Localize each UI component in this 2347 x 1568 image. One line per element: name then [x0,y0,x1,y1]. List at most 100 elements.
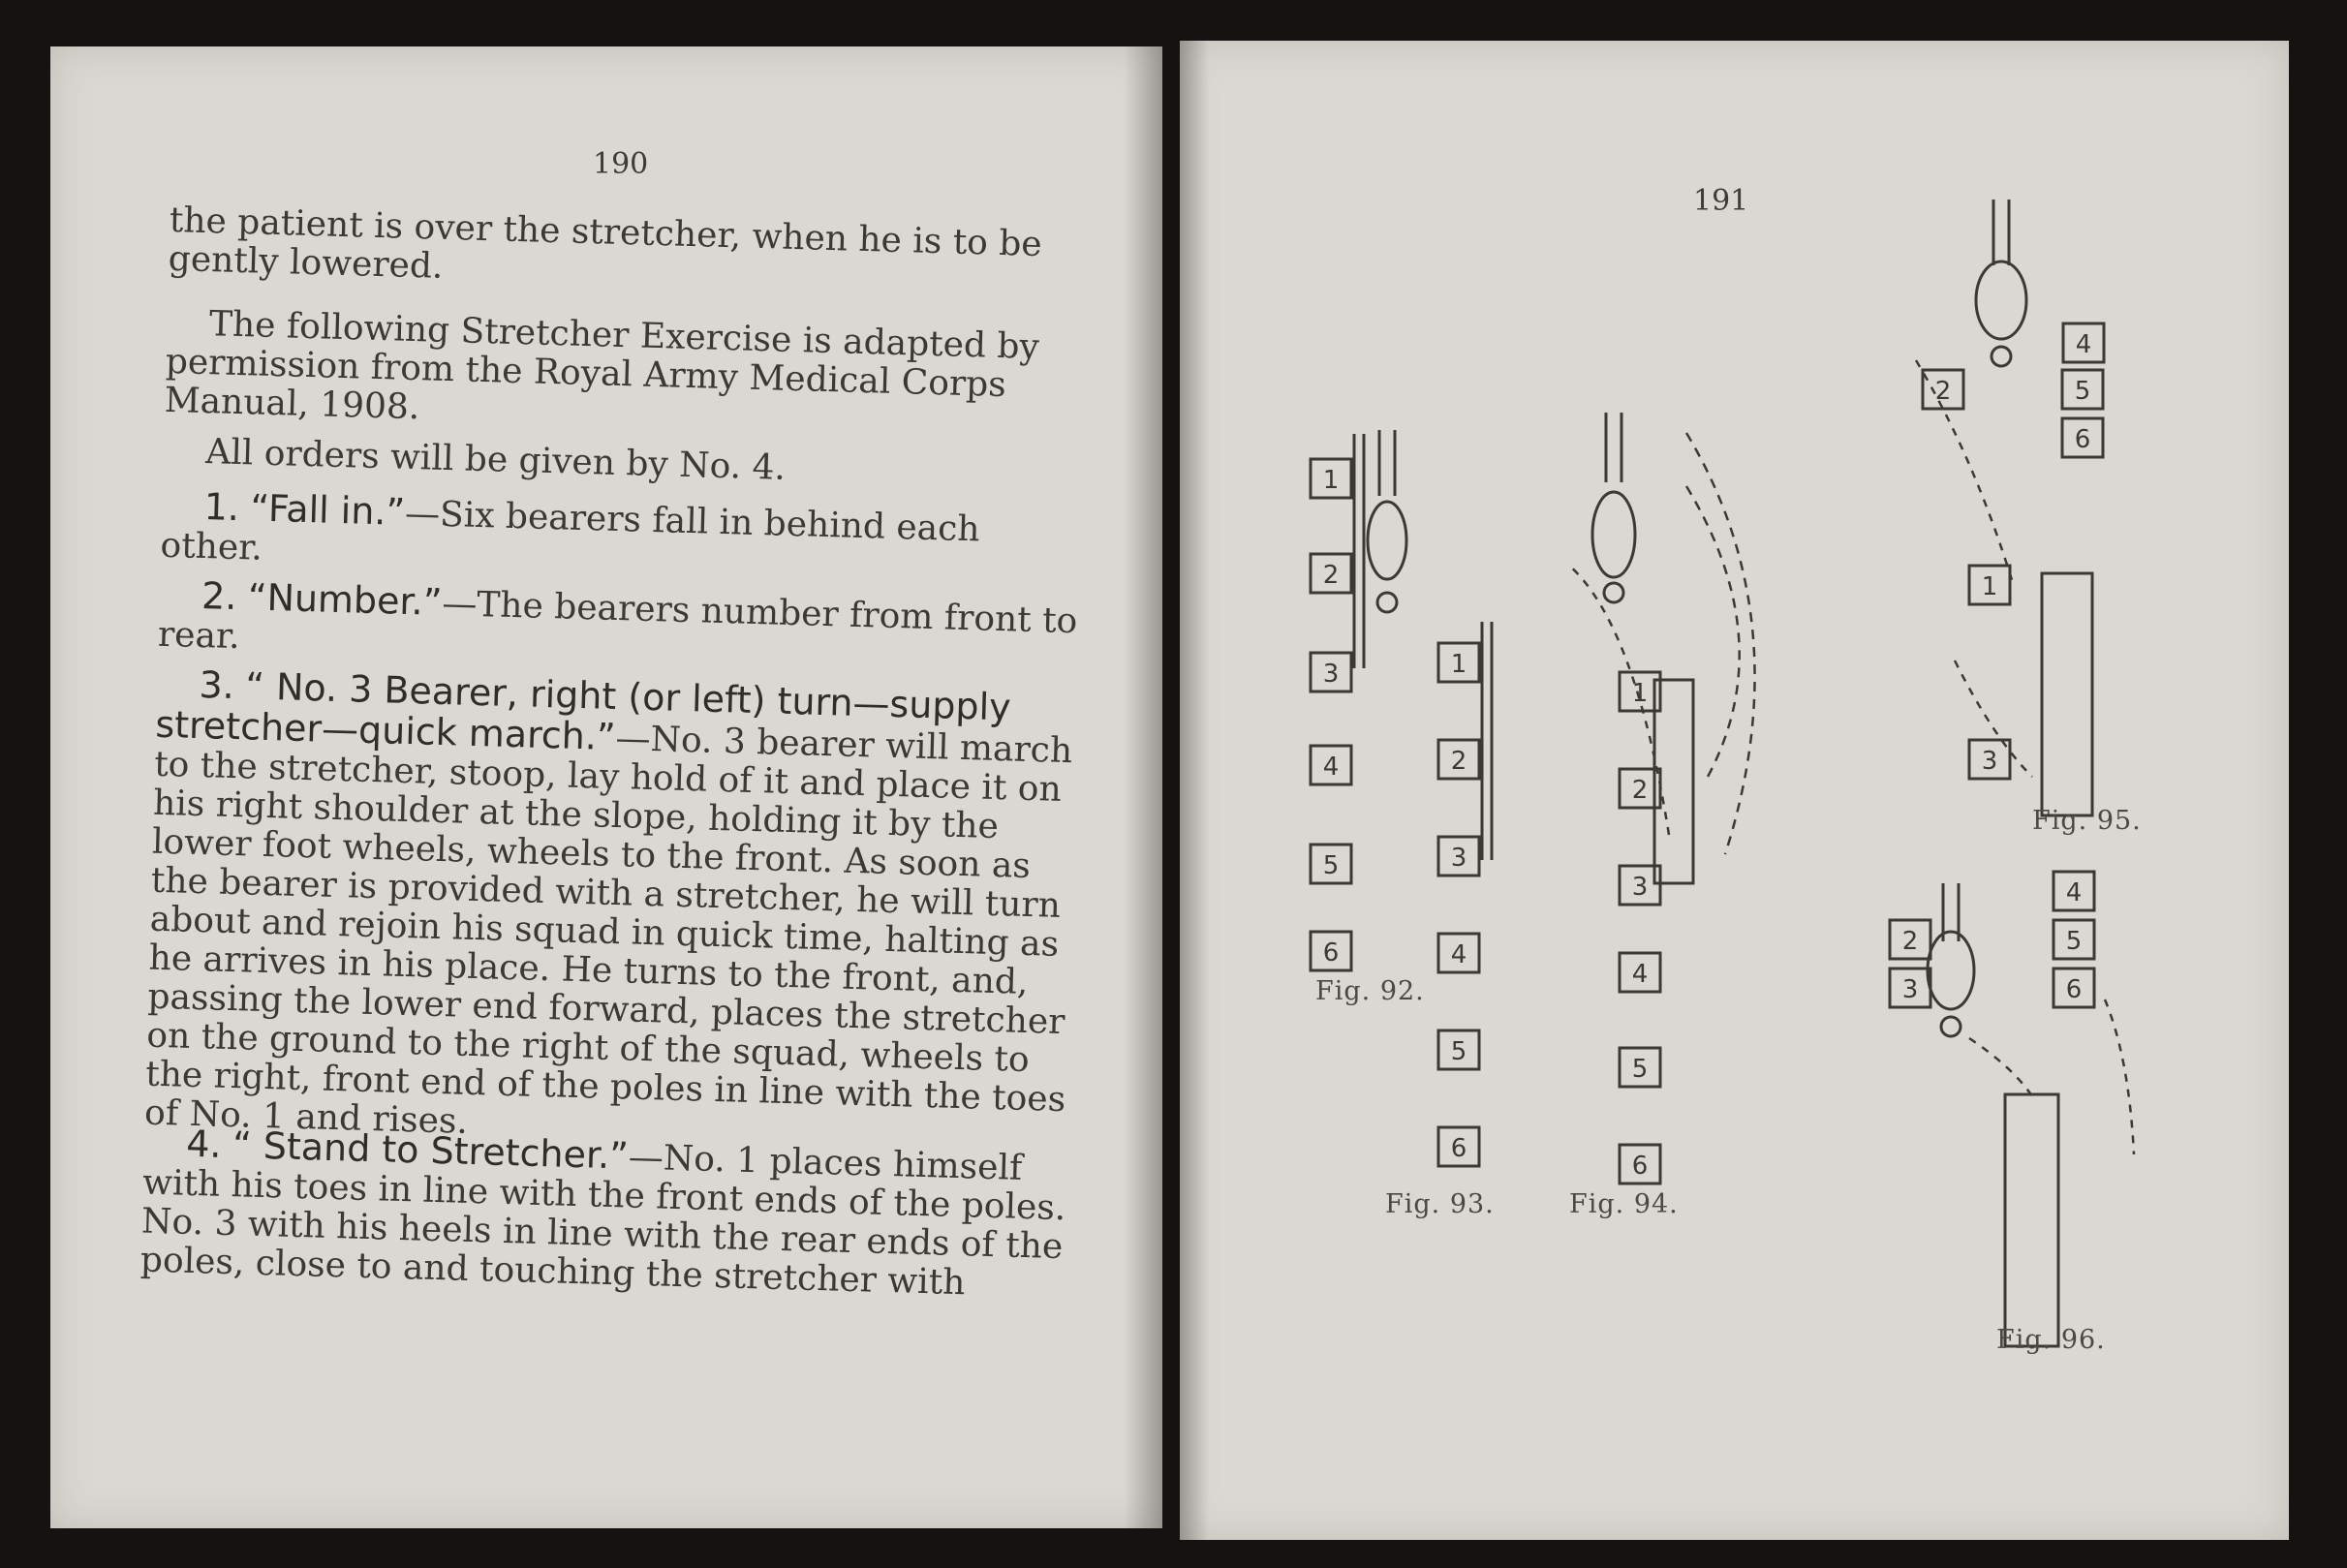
exercise-item-1: 1. “Fall in.”—Six bearers fall in behind… [160,485,1092,592]
left-text-block: the patient is over the stretcher, when … [139,46,1104,1303]
bearer-box: 4 [1618,951,1662,994]
box-number: 3 [1982,747,1998,776]
bearer-box: 3 [1309,651,1353,693]
bearer-box: 6 [1618,1143,1662,1185]
box-outline [2052,967,2096,1009]
box-outline [2060,416,2105,459]
box-outline [1967,564,2012,606]
exercise-item-2: 2. “Number.”—The bearers number from fro… [157,574,1089,681]
box-outline [1618,1046,1662,1089]
box-outline [1309,744,1353,786]
bearer-figure [1926,883,1976,1038]
bearer-figure [1974,200,2028,368]
box-number: 5 [1632,1055,1649,1084]
box-number: 1 [1323,466,1340,495]
box-number: 4 [1323,753,1340,782]
item-number: 3. [198,662,235,707]
bearer-box: 5 [2060,368,2105,411]
box-outline [1888,918,1932,961]
item-number: 1. [203,485,240,530]
bearer-box: 2 [1921,368,1965,411]
box-outline [1618,767,1662,810]
bearer-box: 6 [2060,416,2105,459]
item-text: —No. 3 bearer will march to the stretche… [143,719,1073,1142]
bearer-box: 2 [1888,918,1932,961]
box-number: 4 [2066,878,2083,907]
box-number: 4 [2076,330,2092,359]
box-outline [1436,932,1481,974]
box-outline [1921,368,1965,411]
bearer-box: 5 [1436,1029,1481,1071]
box-number: 6 [1323,938,1340,968]
box-outline [1618,670,1662,713]
bearer-box: 4 [2052,870,2096,912]
box-outline [1309,552,1353,595]
box-number: 5 [2066,927,2083,956]
bearer-box: 6 [2052,967,2096,1009]
box-outline [1436,835,1481,877]
bearer-box: 5 [1618,1046,1662,1089]
bearer-box: 4 [1309,744,1353,786]
box-number: 3 [1451,844,1467,873]
page-number-right: 191 [1693,184,1749,218]
paragraph-intro: The following Stretcher Exercise is adap… [164,304,1040,428]
caption-fig-95: Fig. 95. [2032,806,2142,836]
item-number: 2. [201,574,238,619]
box-outline [1436,738,1481,781]
box-number: 4 [1451,940,1467,969]
box-outline [1436,641,1481,684]
caption-fig-92: Fig. 92. [1315,976,1425,1006]
box-number: 6 [2075,425,2091,454]
box-outline [1309,651,1353,693]
bearer-box: 6 [1436,1125,1481,1168]
right-page: 191 1 2 3 4 5 6 1 2 3 4 5 6 [1180,41,2289,1540]
figure-93: 1 2 3 4 5 6 [1366,430,1494,1168]
gutter-shadow [1180,41,1209,1540]
box-number: 3 [1632,873,1649,902]
box-number: 3 [1323,660,1340,689]
bearer-box: 1 [1967,564,2012,606]
bearer-box: 1 [1309,457,1353,500]
caption-fig-94: Fig. 94. [1569,1189,1679,1219]
box-outline [1436,1029,1481,1071]
box-outline [2052,870,2096,912]
stretcher-drill-diagrams: 1 2 3 4 5 6 1 2 3 4 5 6 1 2 3 4 5 6 [1309,200,2136,1348]
box-number: 5 [2075,377,2091,406]
caption-fig-96: Fig. 96. [1996,1325,2106,1355]
gutter-shadow [1124,46,1162,1528]
box-number: 2 [1902,927,1919,956]
box-outline [1618,1143,1662,1185]
box-outline [1309,457,1353,500]
box-outline [2061,322,2106,364]
bearer-box: 1 [1436,641,1481,684]
box-number: 1 [1632,679,1649,708]
bearer-box: 4 [1436,932,1481,974]
bearer-figure [1590,413,1637,604]
box-number: 6 [1451,1134,1467,1163]
box-number: 6 [2066,975,2083,1004]
box-outline [1618,951,1662,994]
box-outline [2060,368,2105,411]
bearer-box: 3 [1436,835,1481,877]
box-outline [1309,930,1353,972]
box-number: 1 [1982,572,1998,601]
box-number: 2 [1935,377,1952,406]
bearer-box: 4 [2061,322,2106,364]
item-command: “Number.” [247,575,444,624]
box-number: 6 [1632,1152,1649,1181]
box-number: 2 [1451,747,1467,776]
box-number: 5 [1323,851,1340,880]
box-number: 5 [1451,1037,1467,1066]
figure-95: 4 2 5 6 1 3 [1914,200,2106,817]
bearer-box: 3 [1967,738,2012,781]
bearer-box: 5 [2052,918,2096,961]
bearer-box: 3 [1618,864,1662,907]
bearer-box: 5 [1309,843,1353,885]
exercise-item-3: 3. “ No. 3 Bearer, right (or left) turn—… [143,662,1087,1159]
caption-fig-93: Fig. 93. [1385,1189,1495,1219]
paragraph-orders: All orders will be given by No. 4. [204,432,787,488]
box-outline [1436,1125,1481,1168]
